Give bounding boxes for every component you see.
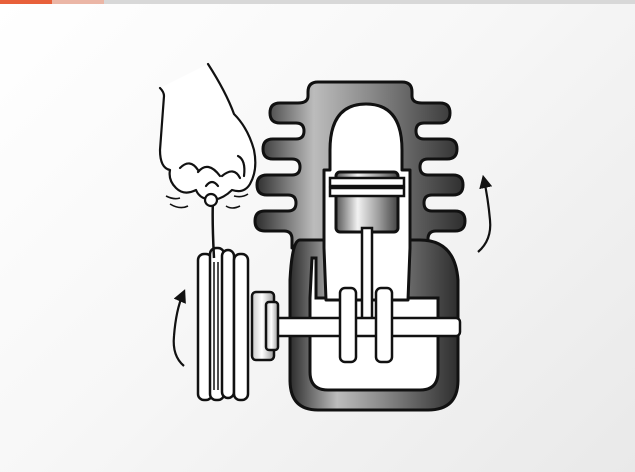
pull-cord xyxy=(213,200,214,258)
rotation-arrow-left xyxy=(174,294,184,366)
rotation-arrow-right xyxy=(478,180,490,252)
shaft-hub xyxy=(252,292,278,360)
hand-icon xyxy=(160,64,255,206)
connecting-rod xyxy=(362,228,372,328)
piston xyxy=(330,172,404,232)
pulley xyxy=(198,248,248,400)
